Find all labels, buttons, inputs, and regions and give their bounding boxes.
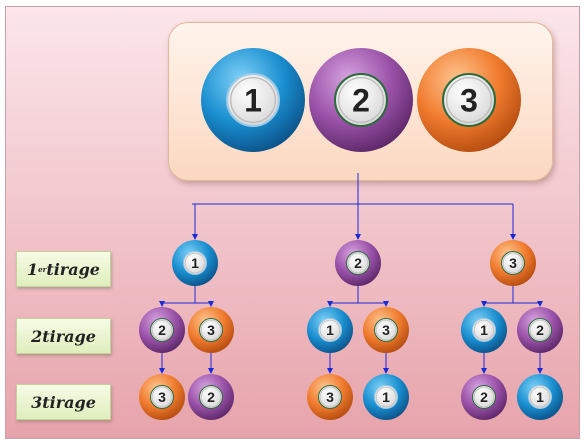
second-draw-ball-3: 3 <box>361 305 411 355</box>
second-draw-ball-2: 2 <box>137 305 187 355</box>
ball-number: 3 <box>382 322 390 338</box>
second-draw-ball-1: 1 <box>305 305 355 355</box>
ball-number: 2 <box>354 255 362 271</box>
ball-number: 2 <box>352 83 370 119</box>
ball-number: 2 <box>158 322 166 338</box>
third-draw-ball-3: 3 <box>137 372 187 422</box>
connector-arrows <box>159 173 543 374</box>
label-second-draw: 2 tirage <box>16 318 111 354</box>
label-third-draw: 3 tirage <box>16 384 111 420</box>
ball-number: 1 <box>480 322 488 338</box>
second-draw-ball-3: 3 <box>186 305 236 355</box>
ball-number: 1 <box>191 255 199 271</box>
second-draw-ball-2: 2 <box>515 305 565 355</box>
ball-number: 2 <box>207 389 215 405</box>
ball-number: 3 <box>158 389 166 405</box>
first-draw-ball-1: 1 <box>170 238 220 288</box>
third-draw-ball-3: 3 <box>305 372 355 422</box>
ball-number: 3 <box>509 255 517 271</box>
ball-number: 3 <box>460 83 478 119</box>
urn-ball-1: 1 <box>199 46 307 154</box>
first-draw-ball-2: 2 <box>333 238 383 288</box>
second-draw-ball-1: 1 <box>459 305 509 355</box>
ball-number: 1 <box>326 322 334 338</box>
ball-number: 1 <box>244 83 262 119</box>
urn-ball-2: 2 <box>307 46 415 154</box>
first-draw-ball-3: 3 <box>488 238 538 288</box>
third-draw-ball-1: 1 <box>515 372 565 422</box>
third-draw-ball-2: 2 <box>459 372 509 422</box>
third-draw-ball-2: 2 <box>186 372 236 422</box>
urn-ball-3: 3 <box>415 46 523 154</box>
ball-number: 1 <box>382 389 390 405</box>
ball-number: 3 <box>207 322 215 338</box>
ball-number: 2 <box>536 322 544 338</box>
third-draw-ball-1: 1 <box>361 372 411 422</box>
ball-number: 3 <box>326 389 334 405</box>
ball-number: 1 <box>536 389 544 405</box>
ball-number: 2 <box>480 389 488 405</box>
